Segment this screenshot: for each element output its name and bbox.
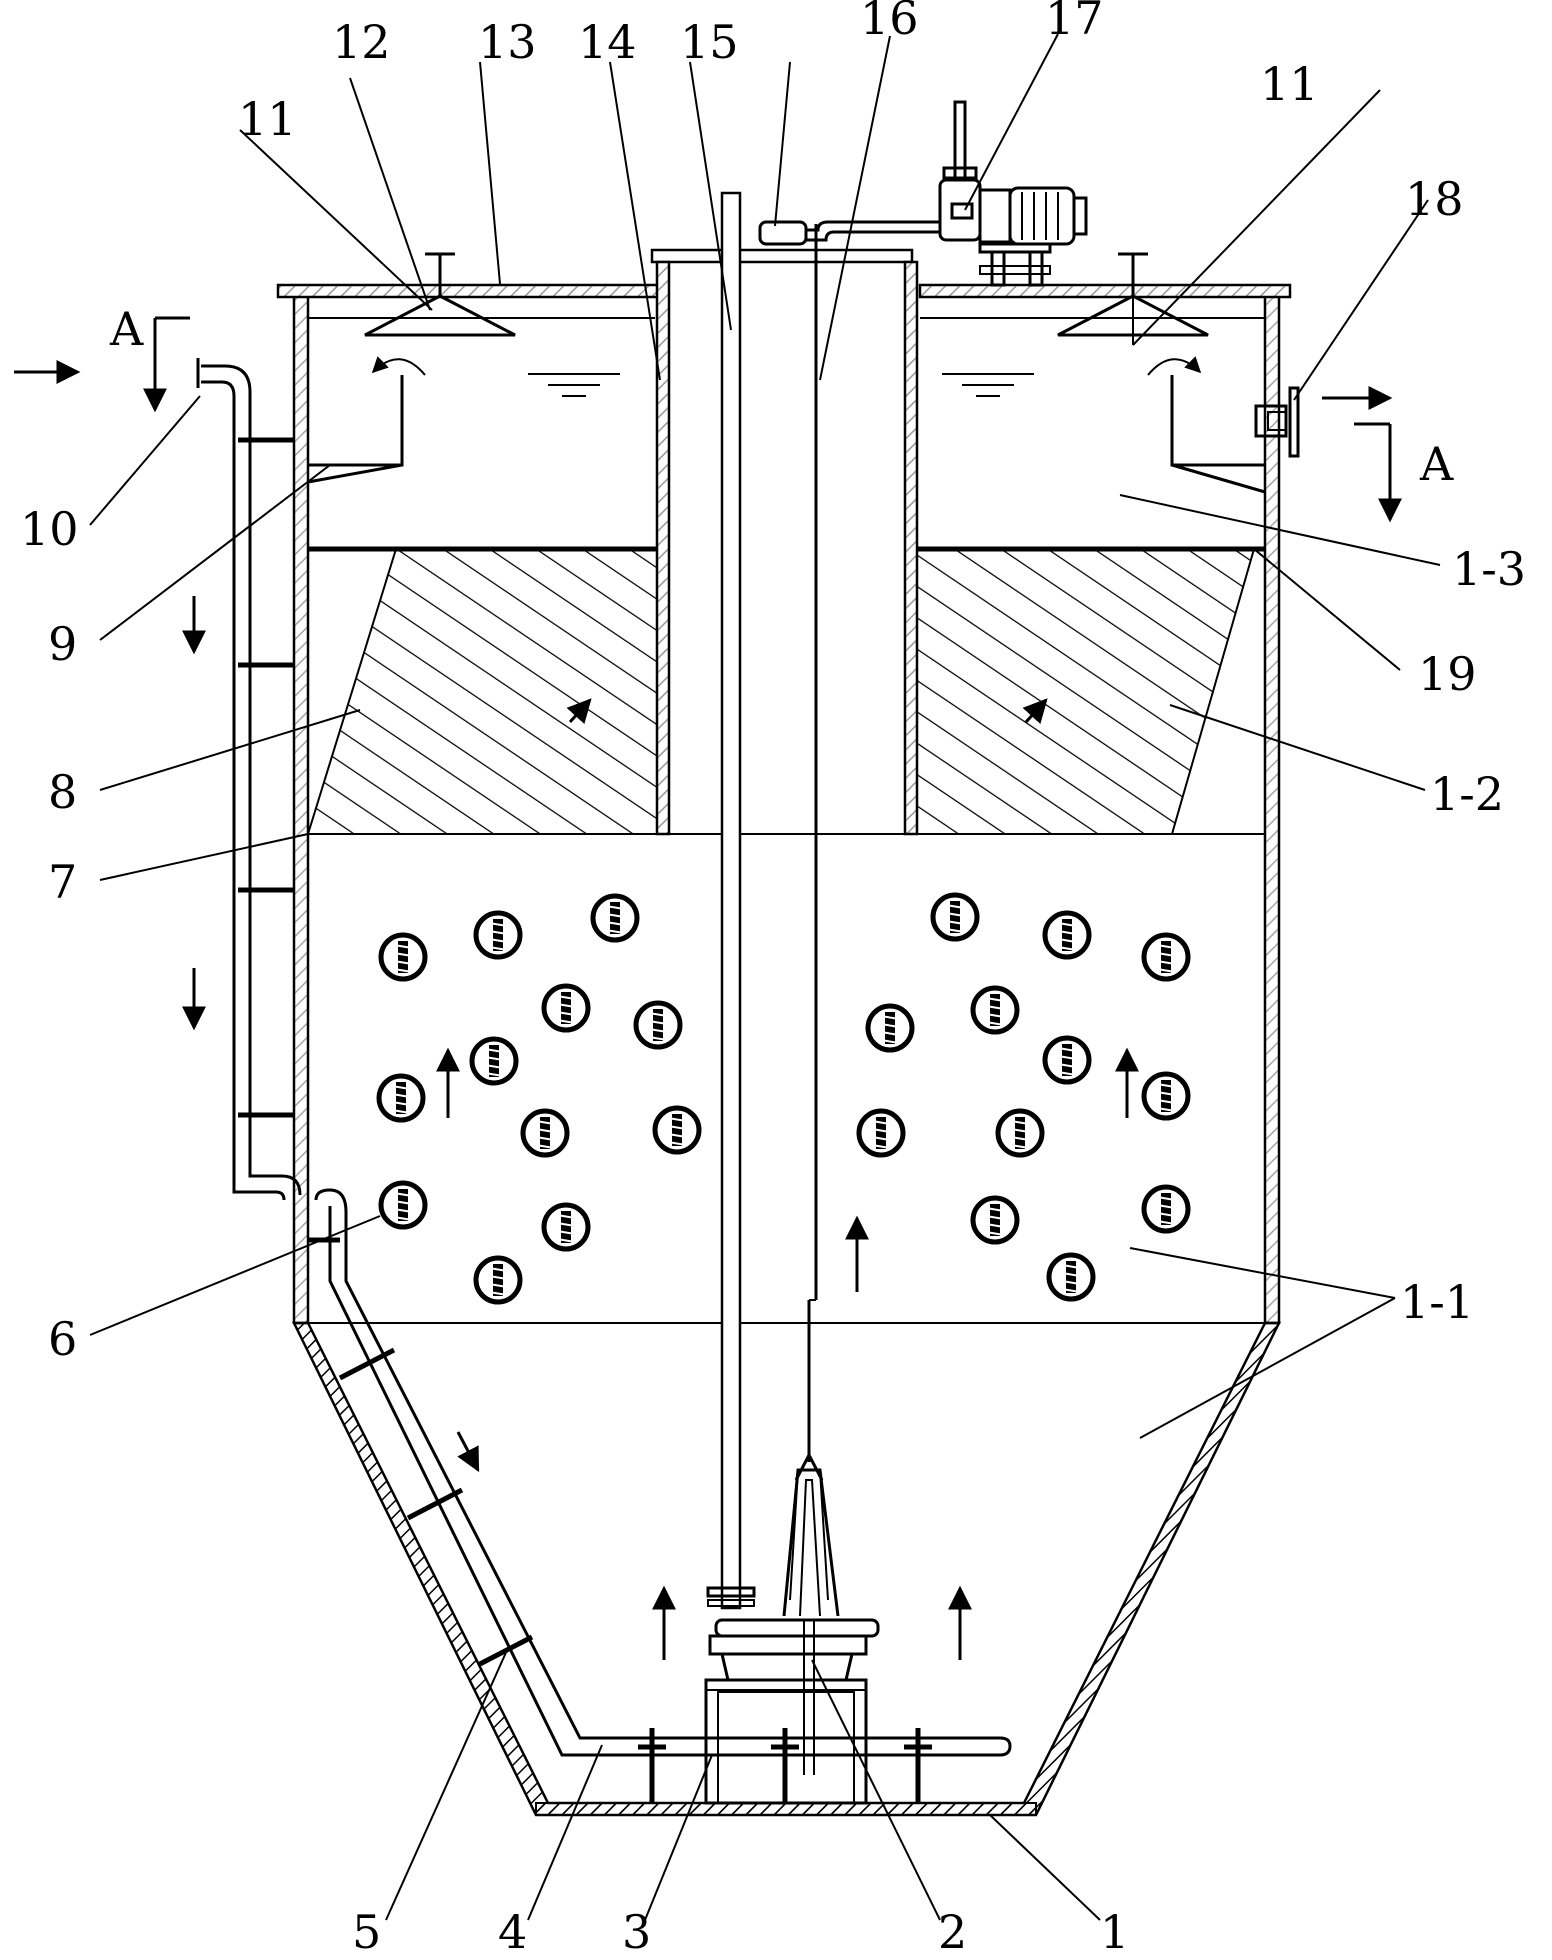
carrier-ball [1141, 1071, 1191, 1121]
label-1-3: 1-3 [1452, 542, 1526, 596]
section-mark-left: A [109, 302, 190, 413]
svg-text:A: A [1419, 437, 1454, 491]
label-5: 5 [352, 1905, 381, 1959]
flow-arrow-left-weir [371, 356, 426, 376]
label-1-1: 1-1 [1400, 1275, 1474, 1329]
carrier-ball [376, 1073, 426, 1123]
leader-lines [89, 33, 1441, 1921]
carrier-ball [590, 893, 640, 943]
carrier-ball [1141, 1184, 1191, 1234]
carrier-ball [856, 1108, 906, 1158]
submersible-agitator [708, 1300, 880, 1775]
triangle-baffle-right [1057, 252, 1209, 345]
suspended-carriers [376, 892, 1191, 1305]
inclined-packing [306, 546, 1265, 835]
label-2: 2 [938, 1905, 967, 1959]
label-8: 8 [48, 765, 77, 819]
label-1: 1 [1100, 1905, 1129, 1959]
label-3: 3 [622, 1905, 651, 1959]
carrier-ball [652, 1105, 702, 1155]
label-19: 19 [1418, 647, 1477, 701]
guide-rod [809, 224, 818, 1301]
carrier-ball [1046, 1252, 1096, 1302]
carrier-ball [1042, 910, 1092, 960]
label-6: 6 [48, 1312, 77, 1366]
return-pipe [758, 220, 940, 246]
label-17: 17 [1045, 0, 1104, 45]
label-11-left: 11 [238, 92, 297, 146]
water-level-symbol-right [942, 373, 1034, 397]
svg-text:A: A [109, 302, 144, 356]
outlet-valve [1254, 386, 1300, 458]
pipe-brackets [238, 437, 534, 1668]
distribution-pipe-nozzles [638, 1728, 932, 1803]
motor-blower [938, 100, 1088, 287]
carrier-ball [995, 1108, 1045, 1158]
tank-body [291, 291, 1282, 1817]
label-12: 12 [332, 15, 391, 69]
carrier-ball [378, 932, 428, 982]
label-11-right: 11 [1260, 57, 1319, 111]
flow-arrow-right-weir [1147, 356, 1202, 376]
label-1-2: 1-2 [1430, 767, 1504, 821]
carrier-ball [633, 1000, 683, 1050]
section-mark-right: A [1354, 422, 1454, 523]
label-16: 16 [860, 0, 919, 45]
carrier-ball [473, 1255, 523, 1305]
overflow-weir-left [307, 375, 404, 484]
label-7: 7 [48, 855, 77, 909]
overflow-weir-right [1170, 375, 1266, 494]
label-9: 9 [48, 617, 77, 671]
part-labels: 11 12 13 14 15 16 17 11 18 10 9 8 7 6 1-… [20, 0, 1526, 1959]
carrier-ball [930, 892, 980, 942]
carrier-ball [970, 1195, 1020, 1245]
label-4: 4 [498, 1905, 527, 1959]
carrier-ball [970, 985, 1020, 1035]
water-level-symbol-left [528, 373, 620, 397]
label-15: 15 [680, 15, 739, 69]
carrier-ball [378, 1180, 428, 1230]
carrier-ball [473, 910, 523, 960]
central-tube [650, 248, 919, 836]
carrier-ball [541, 1202, 591, 1252]
carrier-ball [520, 1108, 570, 1158]
carrier-ball [469, 1036, 519, 1086]
carrier-ball [1042, 1035, 1092, 1085]
flow-arrows [14, 360, 1393, 1660]
carrier-ball [865, 1003, 915, 1053]
label-18: 18 [1405, 172, 1464, 226]
lift-pipe [706, 191, 756, 1610]
carrier-ball [541, 983, 591, 1033]
inlet-pipe [196, 358, 1012, 1757]
label-13: 13 [478, 15, 537, 69]
carrier-ball [1141, 932, 1191, 982]
label-10: 10 [20, 502, 79, 556]
label-14: 14 [578, 15, 637, 69]
triangle-baffle-left [364, 252, 516, 337]
